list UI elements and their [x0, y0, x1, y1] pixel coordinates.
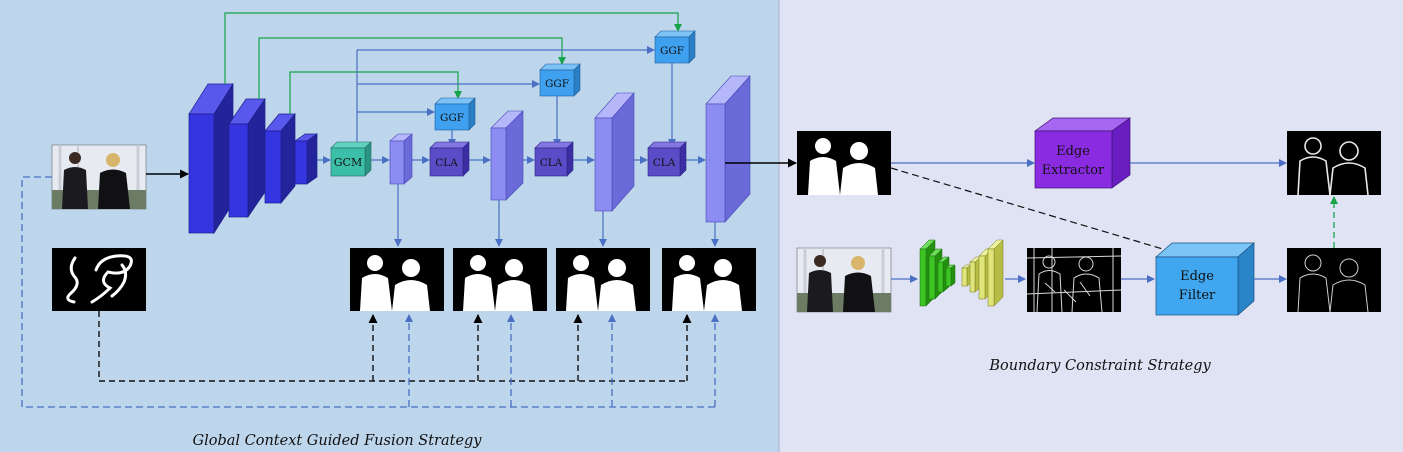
ggf-module-3: GGF — [654, 30, 696, 64]
left-panel-caption: Global Context Guided Fusion Strategy — [193, 433, 483, 449]
ggf-module-2: GGF — [539, 63, 581, 97]
decoder-block-2 — [490, 110, 524, 201]
left-panel — [0, 0, 779, 452]
edge-extractor-module: Edge Extractor — [1033, 117, 1132, 189]
filtered-edge-map — [1287, 248, 1381, 313]
ggf-label: GGF — [660, 45, 684, 57]
mask-to-filter-dashed-arrow — [890, 167, 1194, 261]
edge-filter-label-line1: Edge — [1180, 269, 1214, 284]
edge-extractor-label-line1: Edge — [1056, 144, 1090, 159]
encoder-block-3 — [264, 113, 296, 204]
edge-extractor-label-line2: Extractor — [1042, 163, 1105, 178]
cla-module-1: CLA — [429, 141, 470, 177]
ggf-module-1: GGF — [434, 97, 476, 131]
cla-label: CLA — [435, 157, 458, 169]
edge-map-output — [1287, 131, 1381, 196]
predicted-mask-1 — [350, 248, 444, 311]
predicted-mask-2 — [453, 248, 547, 311]
green-skip-connections — [224, 12, 682, 114]
edge-net-decoder — [961, 239, 1004, 307]
cla-module-2: CLA — [534, 141, 574, 177]
edge-detection-map — [1026, 248, 1122, 313]
scribble-annotation — [52, 248, 146, 311]
encoder-block-2 — [228, 97, 266, 219]
image-supervision-lines — [21, 176, 719, 408]
right-panel-caption: Boundary Constraint Strategy — [988, 358, 1211, 374]
edge-detection-network — [919, 239, 1004, 307]
right-panel — [779, 0, 1403, 452]
gcm-guidance-lines — [356, 46, 655, 142]
predicted-mask-row — [350, 248, 756, 311]
predicted-mask-3 — [556, 248, 650, 311]
edge-net-encoder — [919, 239, 956, 307]
gcm-module: GCM — [330, 141, 372, 177]
decoder-block-4 — [705, 75, 751, 223]
input-photo-copy — [796, 247, 892, 313]
scribble-supervision-lines — [98, 311, 692, 382]
cla-label: CLA — [653, 157, 676, 169]
predicted-mask-4 — [662, 248, 756, 311]
gcm-label: GCM — [334, 156, 362, 169]
encoder-block-1 — [188, 82, 234, 235]
edge-filter-label-line2: Filter — [1179, 288, 1216, 303]
input-photo — [51, 144, 147, 210]
decoder-to-mask-arrows — [394, 184, 719, 247]
ggf-label: GGF — [545, 78, 569, 90]
decoder-block-1 — [389, 133, 413, 185]
ggf-label: GGF — [440, 112, 464, 124]
edge-filter-module: Edge Filter — [1155, 242, 1255, 316]
output-mask — [797, 131, 891, 195]
cla-module-3: CLA — [647, 141, 687, 177]
encoder-block-4 — [293, 133, 319, 185]
cla-label: CLA — [540, 157, 563, 169]
